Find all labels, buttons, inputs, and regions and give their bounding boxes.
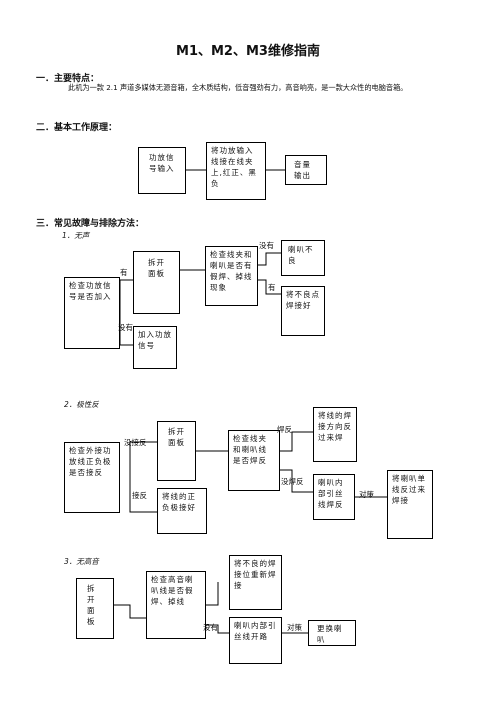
case2-inspect-clip: 检查线夹和喇叭线是否焊反 [228,430,280,491]
case2-internal-wire: 喇叭内部引丝线焊反 [313,474,355,520]
case2-fix-polarity: 将线的正负极接好 [157,488,207,534]
section1-body: 此机为一款 2.1 声道多媒体无源音箱，全木质结构，低音强劲有力，高音响亮，是一… [68,83,408,92]
section1-heading: 一．主要特点： [36,74,100,84]
case1-horn-bad: 喇叭不良 [281,240,325,276]
case1-open-panel: 拆开面板 [133,251,180,314]
case3-open-panel: 拆开面板 [76,578,114,639]
case1-label-no: 没有 [118,323,133,332]
case2-label-rev: 接反 [132,491,147,500]
box-amp-input: 功放信号输入 [138,147,186,194]
case2-label-notweldrev: 没焊反 [281,477,304,486]
case2-check-polarity: 检查外接功放线正负极是否接反 [64,442,120,513]
case1-label-no2: 没有 [259,241,274,250]
case3-check-tweeter: 检查高音喇叭线是否假焊、掉线 [146,571,206,639]
case1-add-signal: 加入功放信号 [133,326,177,369]
box-volume-output: 音量输出 [285,155,327,185]
case1-check-signal: 检查功放信号是否加入 [64,277,120,349]
case3-label-measure: 对策 [287,623,302,632]
case3-resolder: 将不良的焊接位重新焊接 [229,555,282,610]
case1-label-yes: 有 [120,268,128,277]
section3-heading: 三．常见故障与排除方法： [36,219,145,229]
case3-title: 3．无高音 [64,557,99,566]
case2-label-weldrev: 焊反 [277,425,292,434]
case2-title: 2．极性反 [64,400,99,409]
case2-label-measure: 对策 [359,490,374,499]
box-connect-wire: 将功放输入线接在线夹上,红正、黑负 [206,142,266,200]
case1-title: 1．无声 [62,231,90,240]
case1-label-yes2: 有 [268,283,276,292]
section2-heading: 二．基本工作原理： [36,123,118,133]
case3-replace-horn: 更换喇叭 [308,620,356,646]
page-title: M1、M2、M3维修指南 [176,44,320,59]
case3-internal-open: 喇叭内部引丝线开路 [229,617,282,664]
case1-resolder: 将不良点焊接好 [281,286,325,336]
case2-single-wire: 将喇叭单线反过来焊接 [387,470,433,539]
case3-label-no: 没有 [203,623,218,632]
case2-label-notrev: 没接反 [124,438,147,447]
case2-weld-reverse: 将线的焊接方向反过来焊 [313,407,357,462]
case1-inspect-clip: 检查线夹和喇叭是否有假焊、掉线现象 [205,246,258,306]
case2-open-panel: 拆开面板 [157,421,196,481]
